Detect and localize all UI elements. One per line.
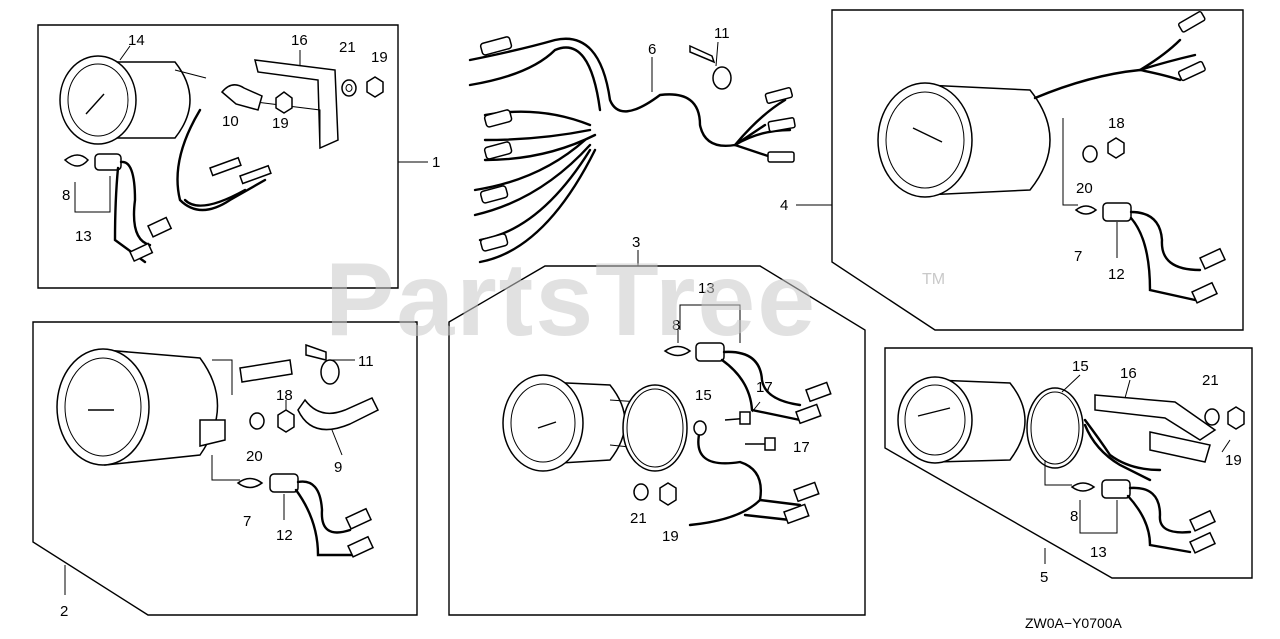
- ring-15: [622, 384, 688, 472]
- panel-2: 2 9 11 18 20: [32, 321, 418, 620]
- washer-20-p2: [249, 412, 265, 430]
- gauge-14: [59, 55, 207, 145]
- label-8-p3: 8: [672, 317, 680, 334]
- label-12-p2: 12: [276, 527, 293, 544]
- nut-18-p2: [277, 409, 295, 433]
- label-13-p5: 13: [1090, 544, 1107, 561]
- panel-5: 5 15 16 21 19: [884, 347, 1253, 586]
- washer-21-p5: [1204, 408, 1220, 426]
- bulb-8: [63, 154, 90, 167]
- panel-1: 1 14 16 10 19 21: [37, 24, 440, 289]
- label-11-top: 11: [714, 25, 730, 42]
- socket-12: [1102, 202, 1227, 304]
- socket-13-p5: [1101, 479, 1217, 554]
- bulb-8-p5: [1070, 482, 1096, 492]
- diagram-code: ZW0A−Y0700A: [1025, 615, 1123, 631]
- socket-13-p3: [695, 342, 832, 425]
- bracket-16-p5: [1094, 394, 1217, 463]
- label-20-p2: 20: [246, 448, 263, 465]
- nut-19-p3: [659, 482, 677, 506]
- nut-19a: [275, 91, 293, 114]
- panel-label-2: 2: [60, 603, 68, 620]
- nut-19-p5: [1227, 406, 1245, 430]
- nut-18: [1107, 137, 1125, 159]
- label-16: 16: [291, 32, 308, 49]
- label-19b: 19: [371, 49, 388, 66]
- label-10: 10: [222, 113, 239, 130]
- hose-9: [239, 359, 380, 431]
- label-13-p3: 13: [698, 280, 715, 297]
- label-21: 21: [339, 39, 356, 56]
- label-6: 6: [648, 41, 656, 58]
- label-7-p4: 7: [1074, 248, 1082, 265]
- label-9: 9: [334, 459, 342, 476]
- clamp-11: [305, 343, 340, 385]
- panel-label-3: 3: [632, 234, 640, 251]
- label-17b: 17: [793, 439, 810, 456]
- label-16-p5: 16: [1120, 365, 1137, 382]
- label-20-p4: 20: [1076, 180, 1093, 197]
- harness-6: 6 11: [468, 25, 796, 264]
- label-21-p5: 21: [1202, 372, 1219, 389]
- panel-4: 4 18 20 7 12: [780, 9, 1244, 331]
- socket-13: [94, 153, 173, 264]
- gauge-5: [897, 376, 1026, 464]
- gauge-4: [877, 82, 1051, 198]
- watermark-trademark: TM: [922, 271, 945, 288]
- label-18-p4: 18: [1108, 115, 1125, 132]
- clamp-11-top: [689, 44, 732, 90]
- label-8-p5: 8: [1070, 508, 1078, 525]
- panel-3: 3 15 17 17 8: [448, 234, 866, 616]
- label-19-p5: 19: [1225, 452, 1242, 469]
- washer-21: [341, 79, 357, 97]
- washer-20: [1082, 145, 1098, 163]
- watermark-text: PartsTree: [325, 242, 817, 358]
- bulb-7-p2: [236, 477, 264, 489]
- gauge-3: [502, 374, 641, 472]
- label-19-p3: 19: [662, 528, 679, 545]
- washer-21-p3: [633, 483, 649, 501]
- label-21-p3: 21: [630, 510, 647, 527]
- label-14: 14: [128, 32, 145, 49]
- label-15-p3: 15: [695, 387, 712, 404]
- label-15-p5: 15: [1072, 358, 1089, 375]
- bulb-7: [1074, 205, 1098, 215]
- screw-17a: [724, 411, 751, 425]
- gauge-2: [56, 348, 226, 466]
- label-13: 13: [75, 228, 92, 245]
- label-19a: 19: [272, 115, 289, 132]
- label-7-p2: 7: [243, 513, 251, 530]
- panel-label-5: 5: [1040, 569, 1048, 586]
- bracket-16: [239, 59, 339, 150]
- nut-19b: [366, 76, 384, 98]
- panel-label-4: 4: [780, 197, 788, 214]
- label-11-p2: 11: [358, 353, 374, 370]
- label-8: 8: [62, 187, 70, 204]
- socket-12-p2: [269, 473, 375, 558]
- bulb-8-p3: [663, 345, 692, 357]
- panel-label-1: 1: [432, 154, 440, 171]
- screw-17b: [745, 437, 776, 451]
- clip-10: [220, 84, 263, 111]
- ring-15-p5: [1026, 387, 1084, 469]
- label-18-p2: 18: [276, 387, 293, 404]
- label-12-p4: 12: [1108, 266, 1125, 283]
